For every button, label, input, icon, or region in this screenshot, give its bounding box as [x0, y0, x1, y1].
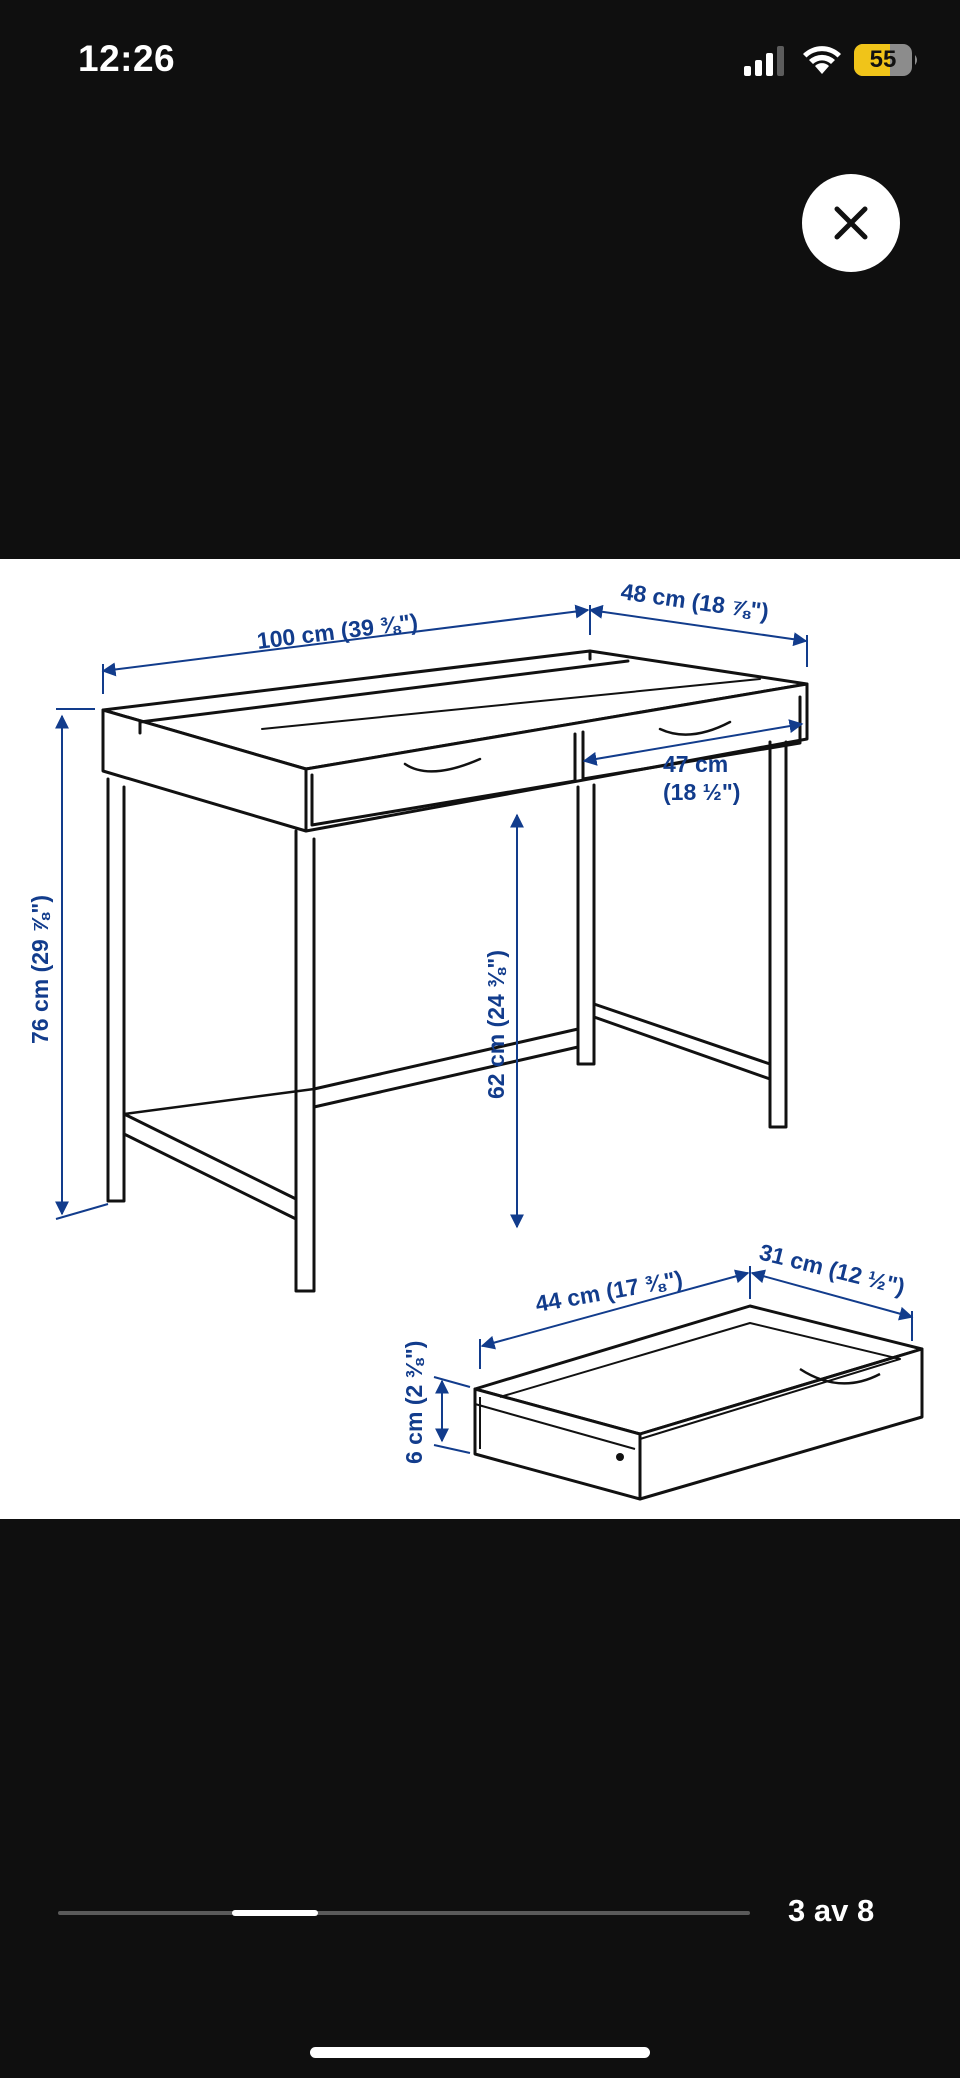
dim-drawer-width-label: 44 cm (17 ⅜")	[533, 1265, 684, 1316]
dim-drawer-height-label: 6 cm (2 ⅜")	[401, 1341, 427, 1464]
home-indicator[interactable]	[310, 2047, 650, 2058]
product-image[interactable]: 100 cm (39 ⅜") 48 cm (18 ⅞") 76 cm (29 ⅞…	[0, 559, 960, 1519]
status-icons: 55	[740, 42, 920, 78]
close-button[interactable]	[802, 174, 900, 272]
cellular-signal-icon	[744, 46, 784, 76]
dim-drawer-depth-label: 31 cm (12 ½")	[757, 1239, 908, 1300]
dim-clearance-label: 62 cm (24 ⅜")	[483, 950, 509, 1099]
page-counter: 3 av 8	[788, 1893, 875, 1928]
drawer-drawing	[473, 1304, 924, 1501]
close-icon	[834, 206, 868, 240]
battery-icon	[854, 44, 917, 76]
dim-inner-width-label-2: (18 ½")	[663, 779, 740, 805]
wifi-icon	[803, 46, 841, 74]
dimension-drawing: 100 cm (39 ⅜") 48 cm (18 ⅞") 76 cm (29 ⅞…	[27, 578, 924, 1501]
gallery-progress-track[interactable]	[58, 1911, 750, 1915]
dim-height-label: 76 cm (29 ⅞")	[27, 895, 53, 1044]
dimension-lines	[55, 604, 914, 1454]
gallery-progress-thumb[interactable]	[232, 1910, 318, 1916]
status-time: 12:26	[78, 38, 176, 79]
dim-inner-width-label-1: 47 cm	[663, 751, 728, 777]
dim-width-label: 100 cm (39 ⅜")	[255, 608, 419, 654]
battery-level: 55	[869, 46, 897, 73]
desk-drawing	[101, 649, 809, 1293]
